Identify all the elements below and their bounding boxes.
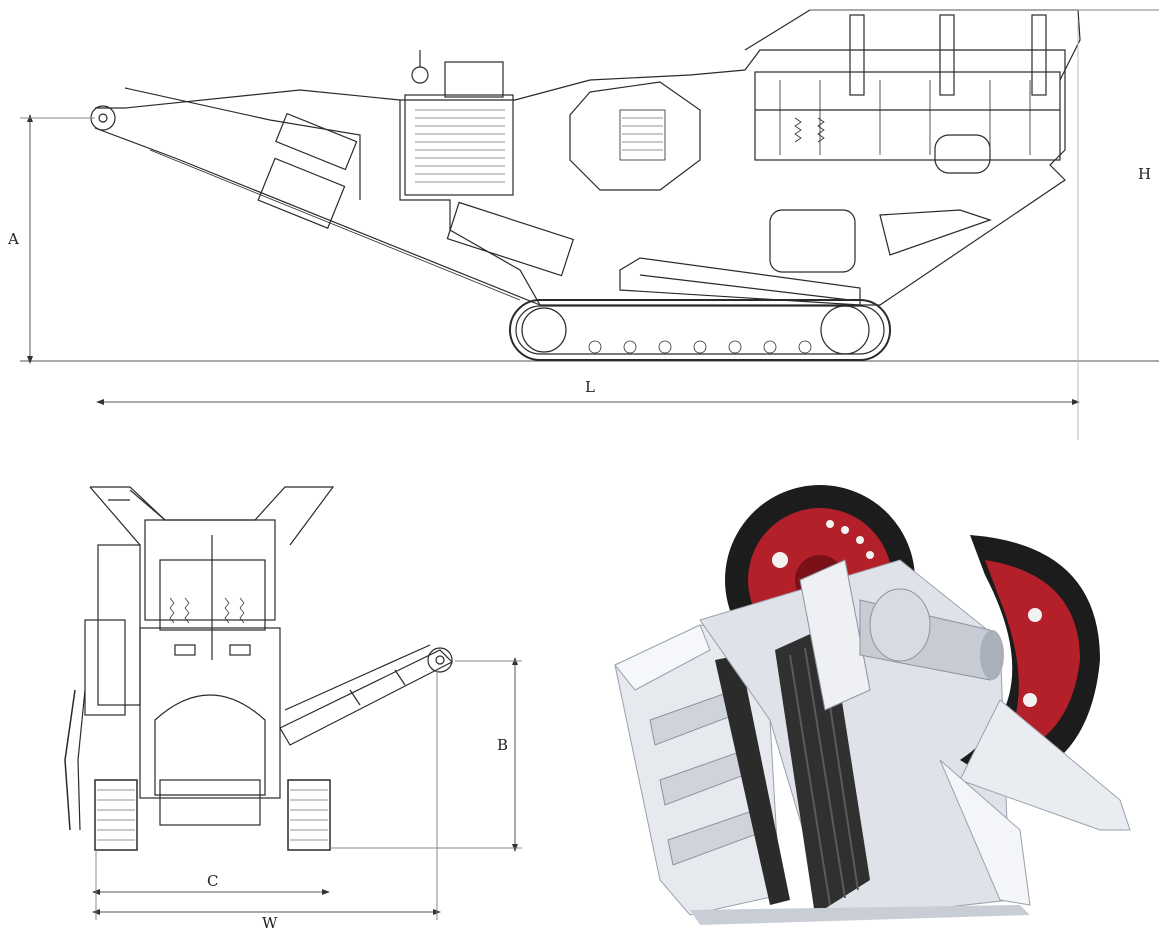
dimension-label-a: A: [8, 230, 19, 248]
dimension-label-h: H: [1138, 165, 1152, 183]
side-view-dimensions: [20, 20, 1080, 440]
front-view-dimensions: [92, 657, 522, 920]
dimension-label-w: W: [262, 914, 278, 932]
dimension-label-l: L: [585, 378, 595, 396]
jaw-crusher-3d-render: [614, 485, 1131, 925]
front-view-drawing: [64, 486, 454, 851]
dimension-label-b: B: [497, 736, 509, 754]
side-view-drawing: [20, 9, 1159, 362]
dimension-label-c: C: [207, 872, 219, 890]
